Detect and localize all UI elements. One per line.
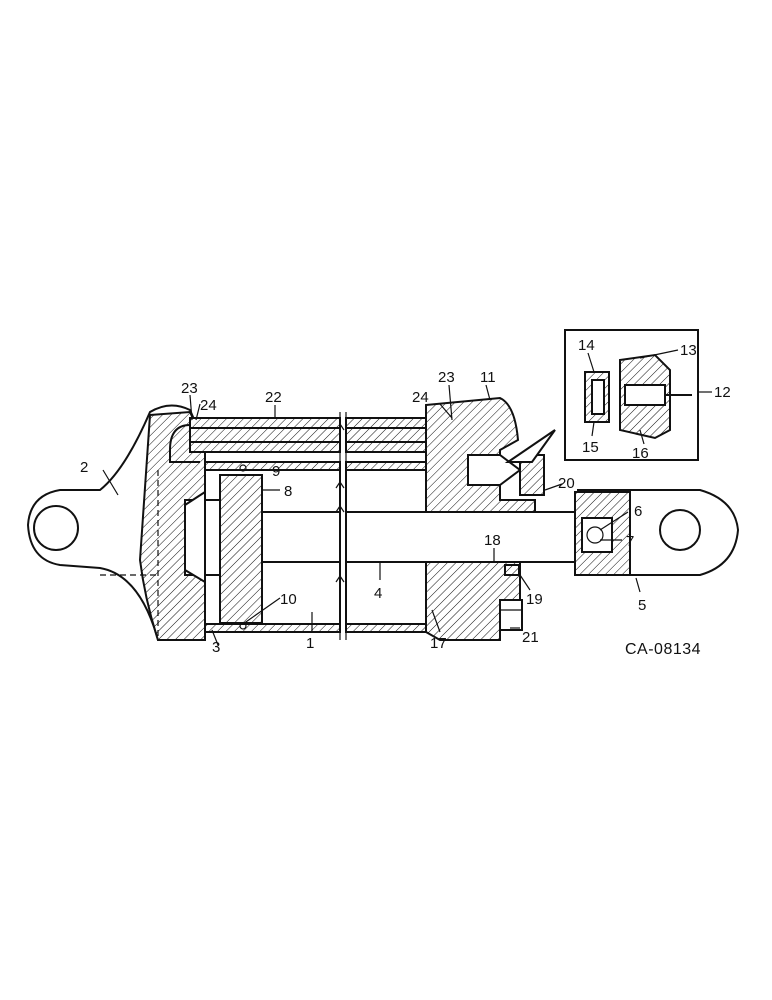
- bolt: [499, 599, 523, 631]
- callout-3: 3: [212, 639, 220, 656]
- callout-8: 8: [284, 483, 292, 500]
- callout-18: 18: [484, 532, 501, 549]
- callout-12: 12: [714, 384, 731, 401]
- external-tube: [169, 417, 462, 463]
- callout-21: 21: [522, 629, 539, 646]
- callout-14: 14: [578, 337, 595, 354]
- callout-19: 19: [526, 591, 543, 608]
- callout-20: 20: [558, 475, 575, 492]
- base-end-clevis: [26, 404, 206, 641]
- callout-23-left: 23: [181, 380, 198, 397]
- piston-rod: [261, 511, 579, 563]
- callouts: 1 2 3 4 5 6 7 8 9 10 11 12 13 14 15 16 1…: [80, 337, 731, 656]
- callout-10: 10: [280, 591, 297, 608]
- callout-17: 17: [430, 635, 447, 652]
- callout-11: 11: [480, 369, 496, 386]
- callout-5: 5: [638, 597, 646, 614]
- callout-24-left: 24: [200, 397, 217, 414]
- callout-22: 22: [265, 389, 282, 406]
- valve-detail-inset: [564, 329, 699, 461]
- detail-arrow: [504, 429, 556, 463]
- callout-6: 6: [634, 503, 642, 520]
- leader-lines: [102, 349, 712, 646]
- rod-gland: [425, 396, 545, 641]
- callout-7: 7: [626, 533, 634, 550]
- callout-4: 4: [374, 585, 382, 602]
- callout-24-right: 24: [412, 389, 429, 406]
- callout-16: 16: [632, 445, 649, 462]
- callout-13: 13: [680, 342, 697, 359]
- callout-23-right: 23: [438, 369, 455, 386]
- piston: [184, 464, 263, 630]
- callout-9: 9: [272, 463, 280, 480]
- callout-15: 15: [582, 439, 599, 456]
- drawing-reference: CA-08134: [625, 641, 701, 658]
- callout-1: 1: [306, 635, 314, 652]
- callout-2: 2: [80, 459, 88, 476]
- rod-eye: [574, 489, 740, 576]
